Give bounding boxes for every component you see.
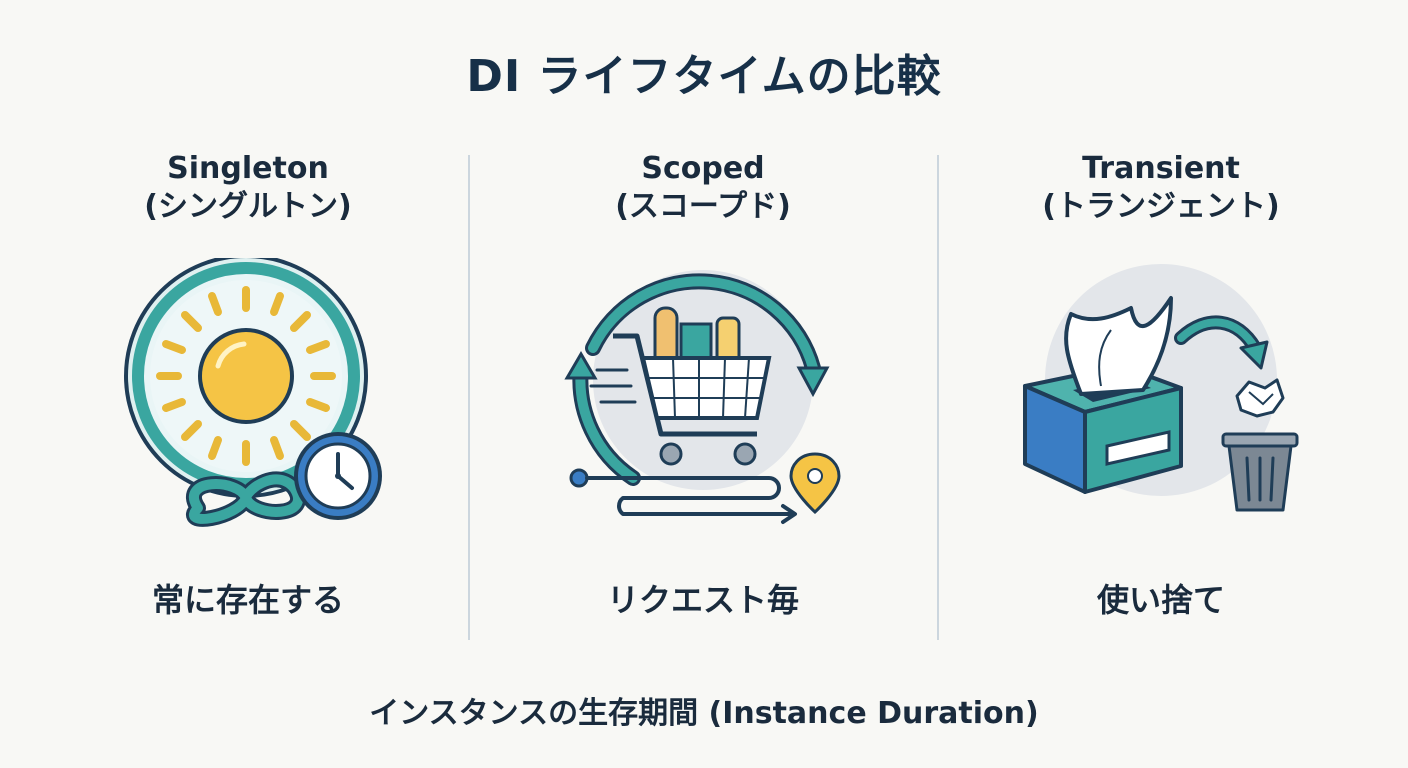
footer-caption: インスタンスの生存期間 (Instance Duration)	[369, 696, 1039, 731]
path-arrow-icon	[569, 468, 797, 524]
singleton-label: Singleton	[167, 151, 329, 186]
clock-icon	[294, 432, 382, 520]
scoped-description: リクエスト毎	[606, 581, 799, 619]
page-title: DI ライフタイムの比較	[466, 51, 942, 102]
scoped-kana-label: (スコープド)	[615, 189, 791, 224]
transient-description: 使い捨て	[1096, 581, 1225, 619]
shopping-cart-icon	[589, 306, 772, 466]
singleton-illustration	[124, 258, 382, 527]
transient-illustration	[1023, 264, 1299, 512]
tissue-box-icon	[1023, 296, 1183, 494]
transient-label: Transient	[1082, 151, 1240, 186]
scoped-illustration	[564, 270, 841, 524]
location-pin-icon	[789, 452, 841, 515]
scoped-label: Scoped	[641, 151, 765, 186]
singleton-kana-label: (シングルトン)	[144, 189, 352, 224]
cycle-arrows-icon	[564, 273, 830, 486]
crumpled-paper-icon	[1235, 378, 1285, 418]
trash-can-icon	[1221, 432, 1299, 512]
sun-icon	[156, 286, 336, 466]
column-divider-right	[937, 155, 939, 640]
curved-arrow-icon	[1174, 315, 1269, 370]
infinity-icon	[186, 471, 306, 527]
scoped-column: Scoped (スコープド)	[503, 150, 903, 226]
singleton-description: 常に存在する	[151, 581, 344, 619]
singleton-column: Singleton (シングルトン)	[48, 150, 448, 226]
transient-column: Transient (トランジェント)	[961, 150, 1361, 226]
column-divider-left	[468, 155, 470, 640]
transient-kana-label: (トランジェント)	[1042, 189, 1280, 224]
